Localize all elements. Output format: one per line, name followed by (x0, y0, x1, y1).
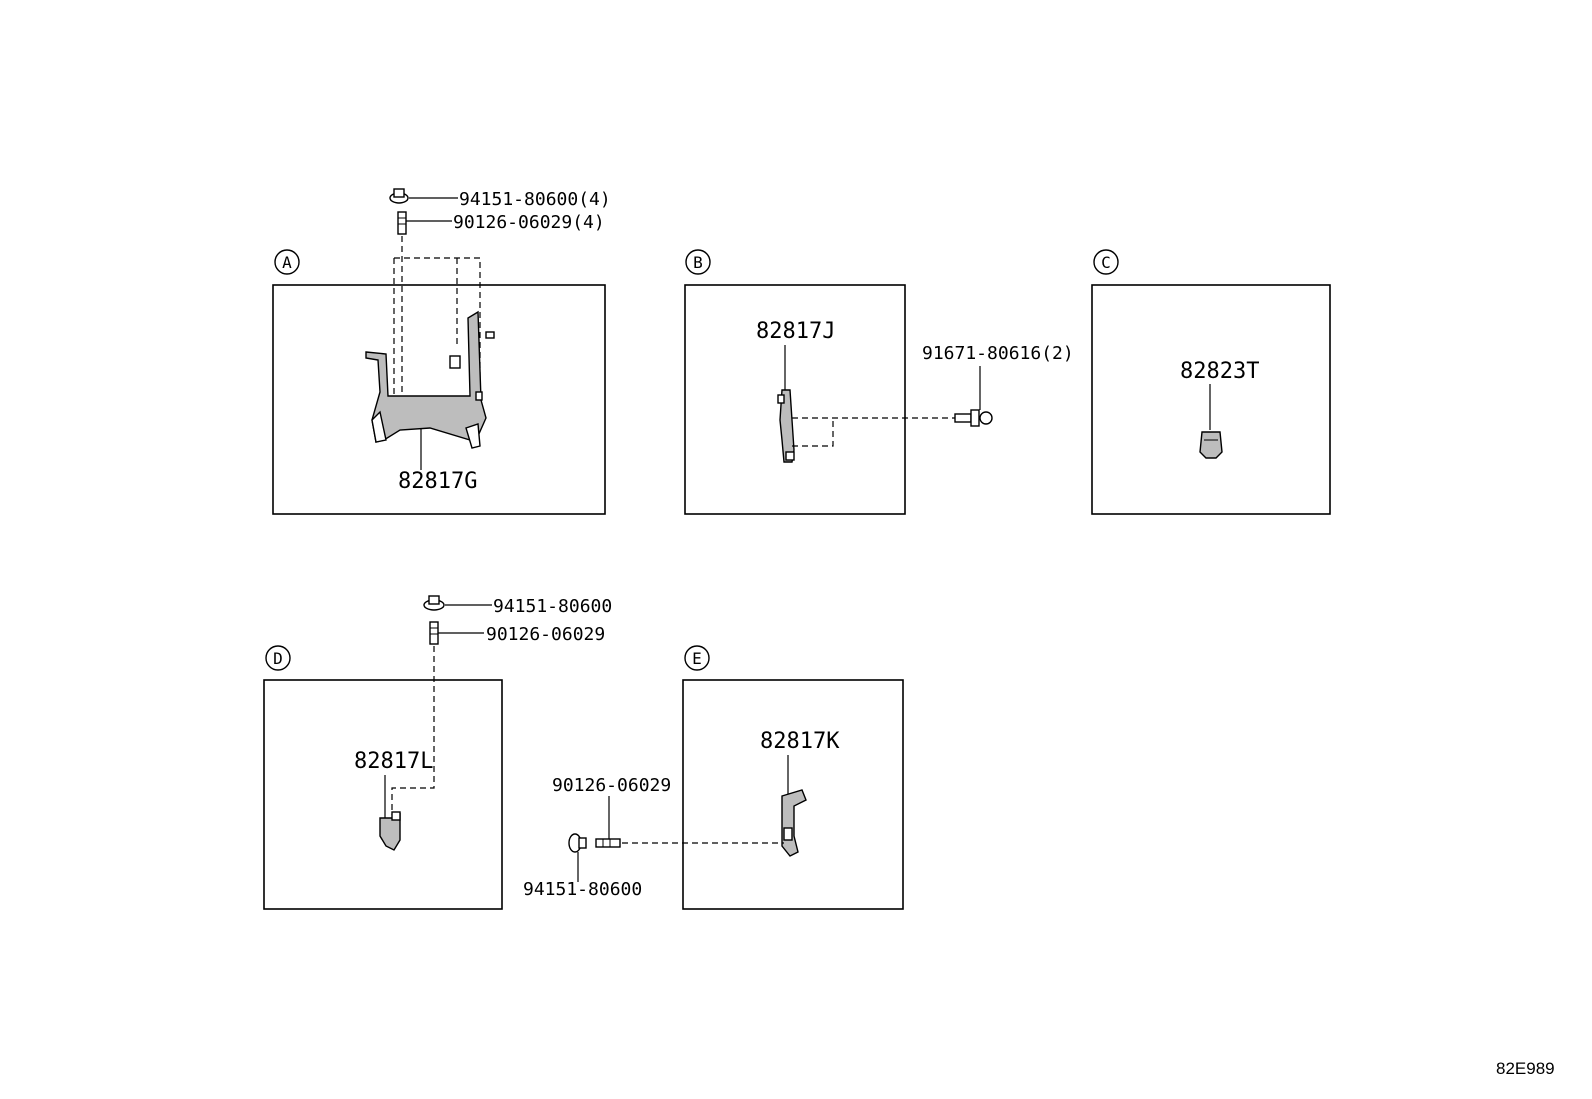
nut-icon-e (568, 833, 587, 853)
callout-b-bolt: 91671-80616(2) (922, 343, 1074, 364)
nut-icon-d (423, 595, 445, 611)
section-a: A 94151-80600(4) 90126-06029(4) (272, 188, 611, 515)
callout-d-stud: 90126-06029 (486, 624, 605, 645)
part-number-b: 82817J (756, 319, 835, 344)
section-c-marker (1093, 249, 1119, 275)
section-b: B 82817J 91671-80616(2) (684, 249, 1074, 515)
section-b-marker (685, 249, 711, 275)
section-d-letter: D (273, 649, 283, 668)
stud-icon-d (429, 621, 439, 645)
section-a-marker (274, 249, 300, 275)
section-e-marker (684, 645, 710, 671)
section-b-letter: B (693, 253, 703, 272)
section-d-marker (265, 645, 291, 671)
callout-a-stud: 90126-06029(4) (453, 212, 605, 233)
callout-e-stud: 90126-06029 (552, 775, 671, 796)
part-number-e: 82817K (760, 729, 840, 754)
bolt-icon (954, 409, 993, 427)
bracket-82817g (365, 310, 495, 449)
bracket-82817k (781, 789, 807, 857)
section-d-box (263, 679, 503, 910)
clip-82823t (1199, 431, 1223, 459)
callout-e-nut: 94151-80600 (523, 879, 642, 900)
section-e-letter: E (692, 649, 702, 668)
part-number-c: 82823T (1180, 359, 1259, 384)
bracket-82817l (379, 811, 401, 851)
part-number-a: 82817G (398, 469, 477, 494)
stud-icon (397, 211, 407, 235)
section-a-box (272, 284, 606, 515)
nut-icon (389, 188, 409, 204)
section-e-box (682, 679, 904, 910)
bracket-82817j (777, 389, 795, 463)
part-number-d: 82817L (354, 749, 433, 774)
section-b-box (684, 284, 906, 515)
section-e: E 82817K 90126-06029 94151-80600 (523, 645, 904, 910)
section-c: C 82823T (1091, 249, 1331, 515)
diagram-code: 82E989 (1496, 1059, 1555, 1078)
section-a-letter: A (282, 253, 292, 272)
callout-a-nut: 94151-80600(4) (459, 189, 611, 210)
section-d: D 94151-80600 90126-06029 82817L (263, 595, 612, 910)
section-c-letter: C (1101, 253, 1111, 272)
section-c-box (1091, 284, 1331, 515)
stud-icon-e (595, 838, 621, 848)
callout-d-nut: 94151-80600 (493, 596, 612, 617)
